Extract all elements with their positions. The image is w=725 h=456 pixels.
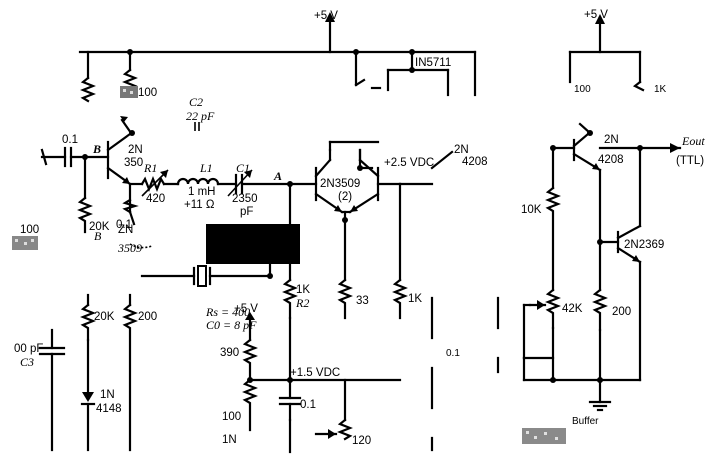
label-r33: 33: [356, 295, 369, 307]
label-c2-value: 22 pF: [186, 109, 215, 123]
label-r2-value: 1K: [296, 284, 310, 296]
label-1n-mid: 1N: [222, 434, 237, 446]
label-buffer-q-2n: 2N: [604, 134, 619, 146]
left-lower-network: [38, 293, 138, 452]
label-200-lower: 200: [138, 311, 157, 323]
smudge-buffer: [522, 428, 566, 444]
label-r42k: 42K: [562, 303, 583, 315]
label-q1-part-a: 2N: [128, 144, 143, 156]
label-rs: Rs = 400: [205, 305, 250, 319]
label-r10k: 10K: [521, 204, 542, 216]
label-q1-part-b: 350: [124, 157, 143, 169]
supply-label-bias: +5 V: [234, 303, 258, 315]
label-2n2369: 2N2369: [624, 239, 664, 251]
label-c1-value-a: 2350: [232, 193, 258, 205]
label-q2-count: (2): [338, 191, 352, 203]
resistor-top-left: [80, 76, 96, 103]
right-top-supply: [568, 14, 645, 92]
label-100-top: 100: [138, 87, 157, 99]
transistor-q1-2n3509: [106, 116, 139, 226]
input-coupling: [40, 146, 110, 234]
label-4208-top-right: 4208: [462, 156, 488, 168]
label-1k-cut: 1K: [654, 84, 667, 95]
resistor-r2: [282, 278, 298, 320]
label-input-cap: 0.1: [62, 134, 78, 146]
label-node-b: B: [92, 142, 101, 156]
label-ttl: (TTL): [676, 155, 704, 167]
label-diode-1n: 1N: [100, 389, 115, 401]
differential-pair: [288, 140, 454, 320]
label-r200-buffer: 200: [612, 306, 631, 318]
label-r1-value: 420: [146, 193, 165, 205]
buffer-stage: [522, 122, 682, 412]
label-c2: C2: [189, 95, 203, 109]
label-c3-value: 00 pF: [14, 343, 43, 355]
label-diode-4148: 4148: [96, 403, 122, 415]
label-r100-mid: 100: [222, 411, 241, 423]
label-c1: C1: [236, 161, 250, 175]
label-r1: R1: [143, 161, 157, 175]
label-20k-b: 20K: [89, 221, 110, 233]
smudge-100-left: [12, 236, 38, 250]
label-c-01-mid: 0.1: [300, 399, 316, 411]
label-q2-part: 2N3509: [320, 178, 360, 190]
label-l1-value: 1 mH: [188, 186, 215, 198]
label-buffer-q-4208: 4208: [598, 154, 624, 166]
label-01-right: 0.1: [446, 348, 460, 359]
label-l1: L1: [199, 161, 213, 175]
smudge-100-top: [120, 86, 138, 98]
top-supply-rail: [78, 12, 477, 97]
dashed-boundaries: [430, 296, 500, 452]
label-2n-top-right: 2N: [454, 144, 469, 156]
label-zn-bottom: ZN: [118, 224, 133, 236]
bias-network: [242, 312, 402, 454]
supply-label-top-left: +5 V: [314, 10, 338, 22]
label-r120: 120: [352, 435, 371, 447]
label-100-left: 100: [20, 224, 39, 236]
label-vbias-2-5: +2.5 VDC: [384, 157, 434, 169]
label-vbias-1-5: +1.5 VDC: [290, 367, 340, 379]
label-01-bottom: 0.1: [116, 219, 132, 231]
label-buffer: Buffer: [572, 416, 599, 427]
label-c1-value-b: pF: [240, 206, 253, 218]
crystal-resonator: [140, 260, 273, 287]
label-c0: C0 = 8 pF: [206, 318, 257, 332]
supply-label-top-right: +5 V: [584, 9, 608, 21]
label-node-a: A: [273, 169, 282, 183]
label-c3: C3: [20, 355, 34, 369]
label-1k-right: 1K: [408, 293, 422, 305]
label-r390: 390: [220, 347, 239, 359]
label-eout: Eout: [681, 134, 705, 148]
redaction-block: [206, 224, 300, 264]
label-b-sub: B: [94, 229, 102, 243]
label-3509-bottom: 3509: [117, 241, 142, 255]
label-r100-cut: 100: [574, 84, 591, 95]
label-20k-lower: 20K: [94, 311, 115, 323]
label-l1-resistance: +11 Ω: [184, 199, 215, 211]
diode-label-in5711: IN5711: [415, 57, 451, 69]
label-r2: R2: [295, 296, 309, 310]
